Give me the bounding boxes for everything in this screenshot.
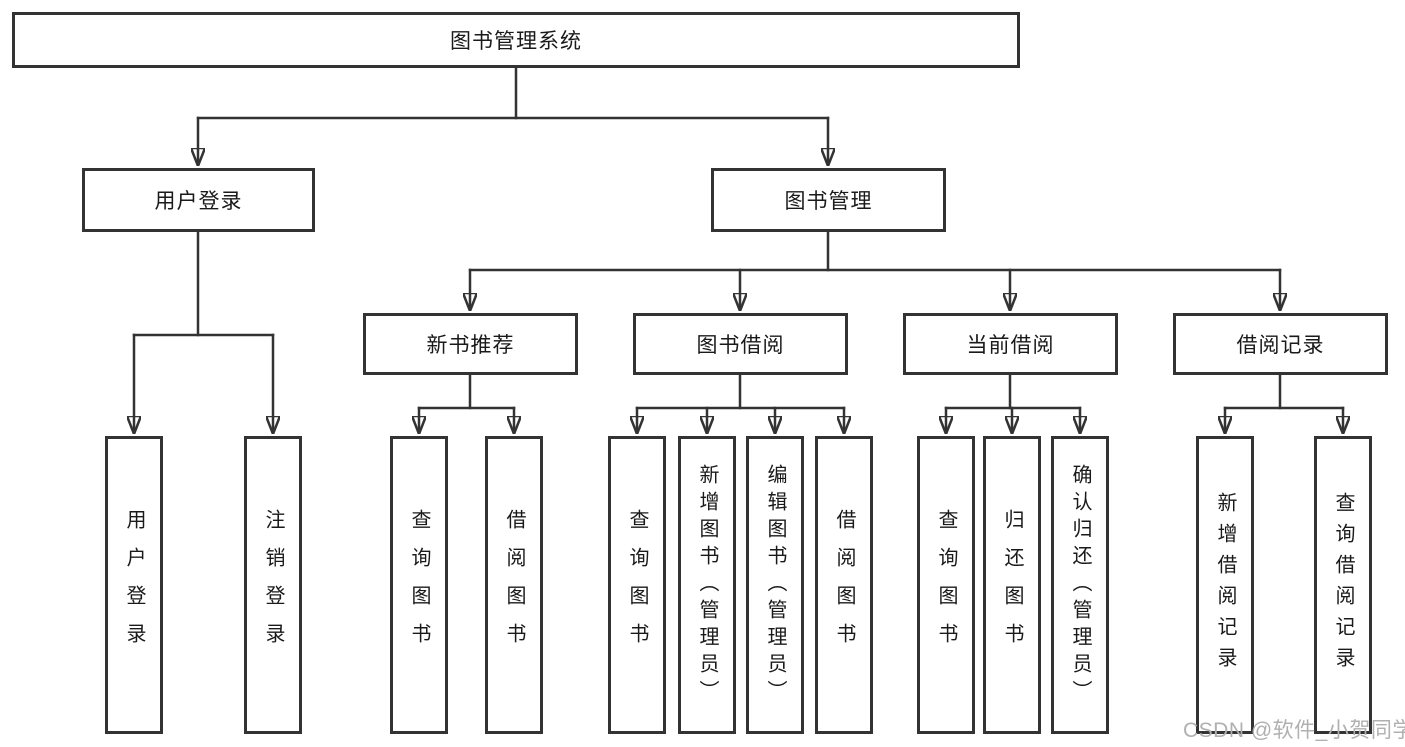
node-label: 借阅记录 (1236, 334, 1325, 357)
node-label: 用户登录 (123, 509, 145, 661)
node-add-borrow-record: 新增借阅记录 (1196, 436, 1254, 734)
node-label: 查询图书 (408, 509, 430, 661)
node-current-borrowing: 当前借阅 (903, 313, 1118, 375)
node-user-login: 用户登录 (82, 168, 315, 232)
node-label: 图书管理 (784, 190, 873, 213)
node-new-book-recommendation: 新书推荐 (363, 313, 578, 375)
csdn-watermark: CSDN @软件_小贺同学 (1183, 719, 1405, 742)
node-label: 确认归还（管理员） (1069, 463, 1091, 707)
node-label: 借阅图书 (833, 509, 855, 661)
node-confirm-return-admin: 确认归还（管理员） (1051, 436, 1109, 734)
node-borrow-books-recommend: 借阅图书 (485, 436, 543, 734)
node-label: 查询借阅记录 (1332, 492, 1354, 678)
node-query-borrow-record: 查询借阅记录 (1314, 436, 1372, 734)
node-label: 查询图书 (626, 509, 648, 661)
node-label: 图书借阅 (696, 334, 785, 357)
node-borrow-books-borrow: 借阅图书 (815, 436, 873, 734)
node-logout: 注销登录 (244, 436, 302, 734)
node-label: 注销登录 (262, 509, 284, 661)
node-label: 用户登录 (154, 190, 243, 213)
node-label: 新书推荐 (426, 334, 515, 357)
node-book-management: 图书管理 (711, 168, 946, 232)
node-label: 图书管理系统 (450, 30, 582, 53)
node-label: 借阅图书 (503, 509, 525, 661)
node-label: 查询图书 (935, 509, 957, 661)
node-return-books: 归还图书 (983, 436, 1041, 734)
node-label: 当前借阅 (966, 334, 1055, 357)
node-label: 编辑图书（管理员） (764, 463, 786, 707)
node-library-management-system: 图书管理系统 (12, 12, 1020, 68)
node-label: 新增借阅记录 (1214, 492, 1236, 678)
node-book-borrowing: 图书借阅 (633, 313, 848, 375)
node-edit-book-admin: 编辑图书（管理员） (746, 436, 804, 734)
node-query-books-recommend: 查询图书 (390, 436, 448, 734)
node-add-book-admin: 新增图书（管理员） (678, 436, 736, 734)
node-label: 归还图书 (1001, 509, 1023, 661)
node-query-books-borrow: 查询图书 (608, 436, 666, 734)
node-user-login-leaf: 用户登录 (105, 436, 163, 734)
node-label: 新增图书（管理员） (696, 463, 718, 707)
node-borrowing-records: 借阅记录 (1173, 313, 1388, 375)
node-query-books-current: 查询图书 (917, 436, 975, 734)
